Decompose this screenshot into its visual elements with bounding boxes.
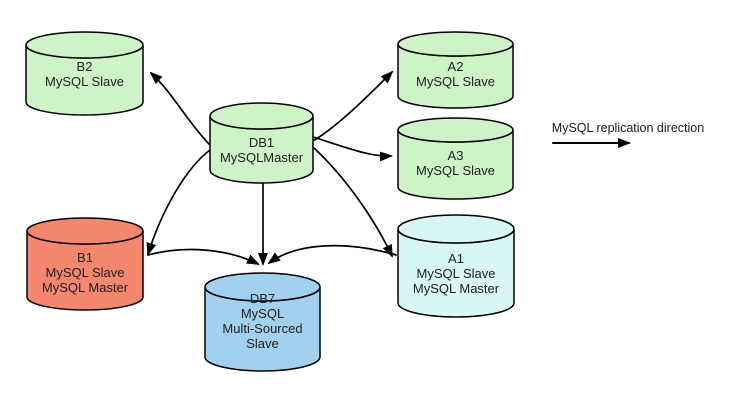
database-cylinder-top-icon (397, 31, 514, 57)
node-a3-name: A3 (448, 148, 464, 163)
node-db7-role-3: Slave (246, 336, 279, 351)
node-b2-name: B2 (77, 59, 93, 74)
node-a1-name: A1 (448, 251, 464, 266)
database-cylinder-top-icon (397, 214, 515, 244)
edge-db1-to-b1 (146, 149, 211, 256)
edge-db1-to-b2 (149, 71, 210, 145)
edge-db1-to-a1 (313, 147, 393, 258)
database-cylinder-top-icon (26, 217, 144, 245)
node-b1-role-1: MySQL Slave (46, 265, 125, 280)
node-db7: DB7 MySQL Multi-Sourced Slave (204, 272, 321, 372)
node-b1-role-2: MySQL Master (42, 280, 129, 295)
node-b1: B1 MySQL Slave MySQL Master (26, 217, 144, 311)
node-db1-name: DB1 (249, 135, 274, 150)
edge-b1-to-db7 (147, 248, 260, 265)
node-a2-role: MySQL Slave (416, 74, 495, 89)
node-b2-role: MySQL Slave (45, 74, 124, 89)
database-cylinder-top-icon (204, 272, 321, 302)
node-a3-role: MySQL Slave (416, 163, 495, 178)
node-db7-name: DB7 (250, 291, 275, 306)
node-db7-role-1: MySQL (241, 306, 284, 321)
edge-a1-to-db7 (267, 244, 397, 265)
edge-db1-to-a2 (312, 70, 394, 142)
node-a2: A2 MySQL Slave (397, 31, 514, 109)
edge-db1-to-a3 (312, 136, 393, 162)
node-db1: DB1 MySQLMaster (209, 102, 314, 184)
node-db7-role-2: Multi-Sourced (222, 321, 302, 336)
node-a1: A1 MySQL Slave MySQL Master (397, 214, 515, 318)
database-cylinder-top-icon (209, 102, 314, 130)
node-a2-name: A2 (448, 59, 464, 74)
node-b1-name: B1 (77, 250, 93, 265)
node-a1-role-1: MySQL Slave (417, 266, 496, 281)
node-b2: B2 MySQL Slave (25, 31, 144, 116)
node-a3: A3 MySQL Slave (397, 117, 514, 200)
database-cylinder-top-icon (397, 117, 514, 143)
legend-label: MySQL replication direction (552, 121, 704, 135)
database-cylinder-top-icon (25, 31, 144, 59)
legend: MySQL replication direction (552, 121, 704, 148)
node-a1-role-2: MySQL Master (413, 281, 500, 296)
node-db1-role: MySQLMaster (220, 150, 304, 165)
edges (146, 70, 397, 266)
